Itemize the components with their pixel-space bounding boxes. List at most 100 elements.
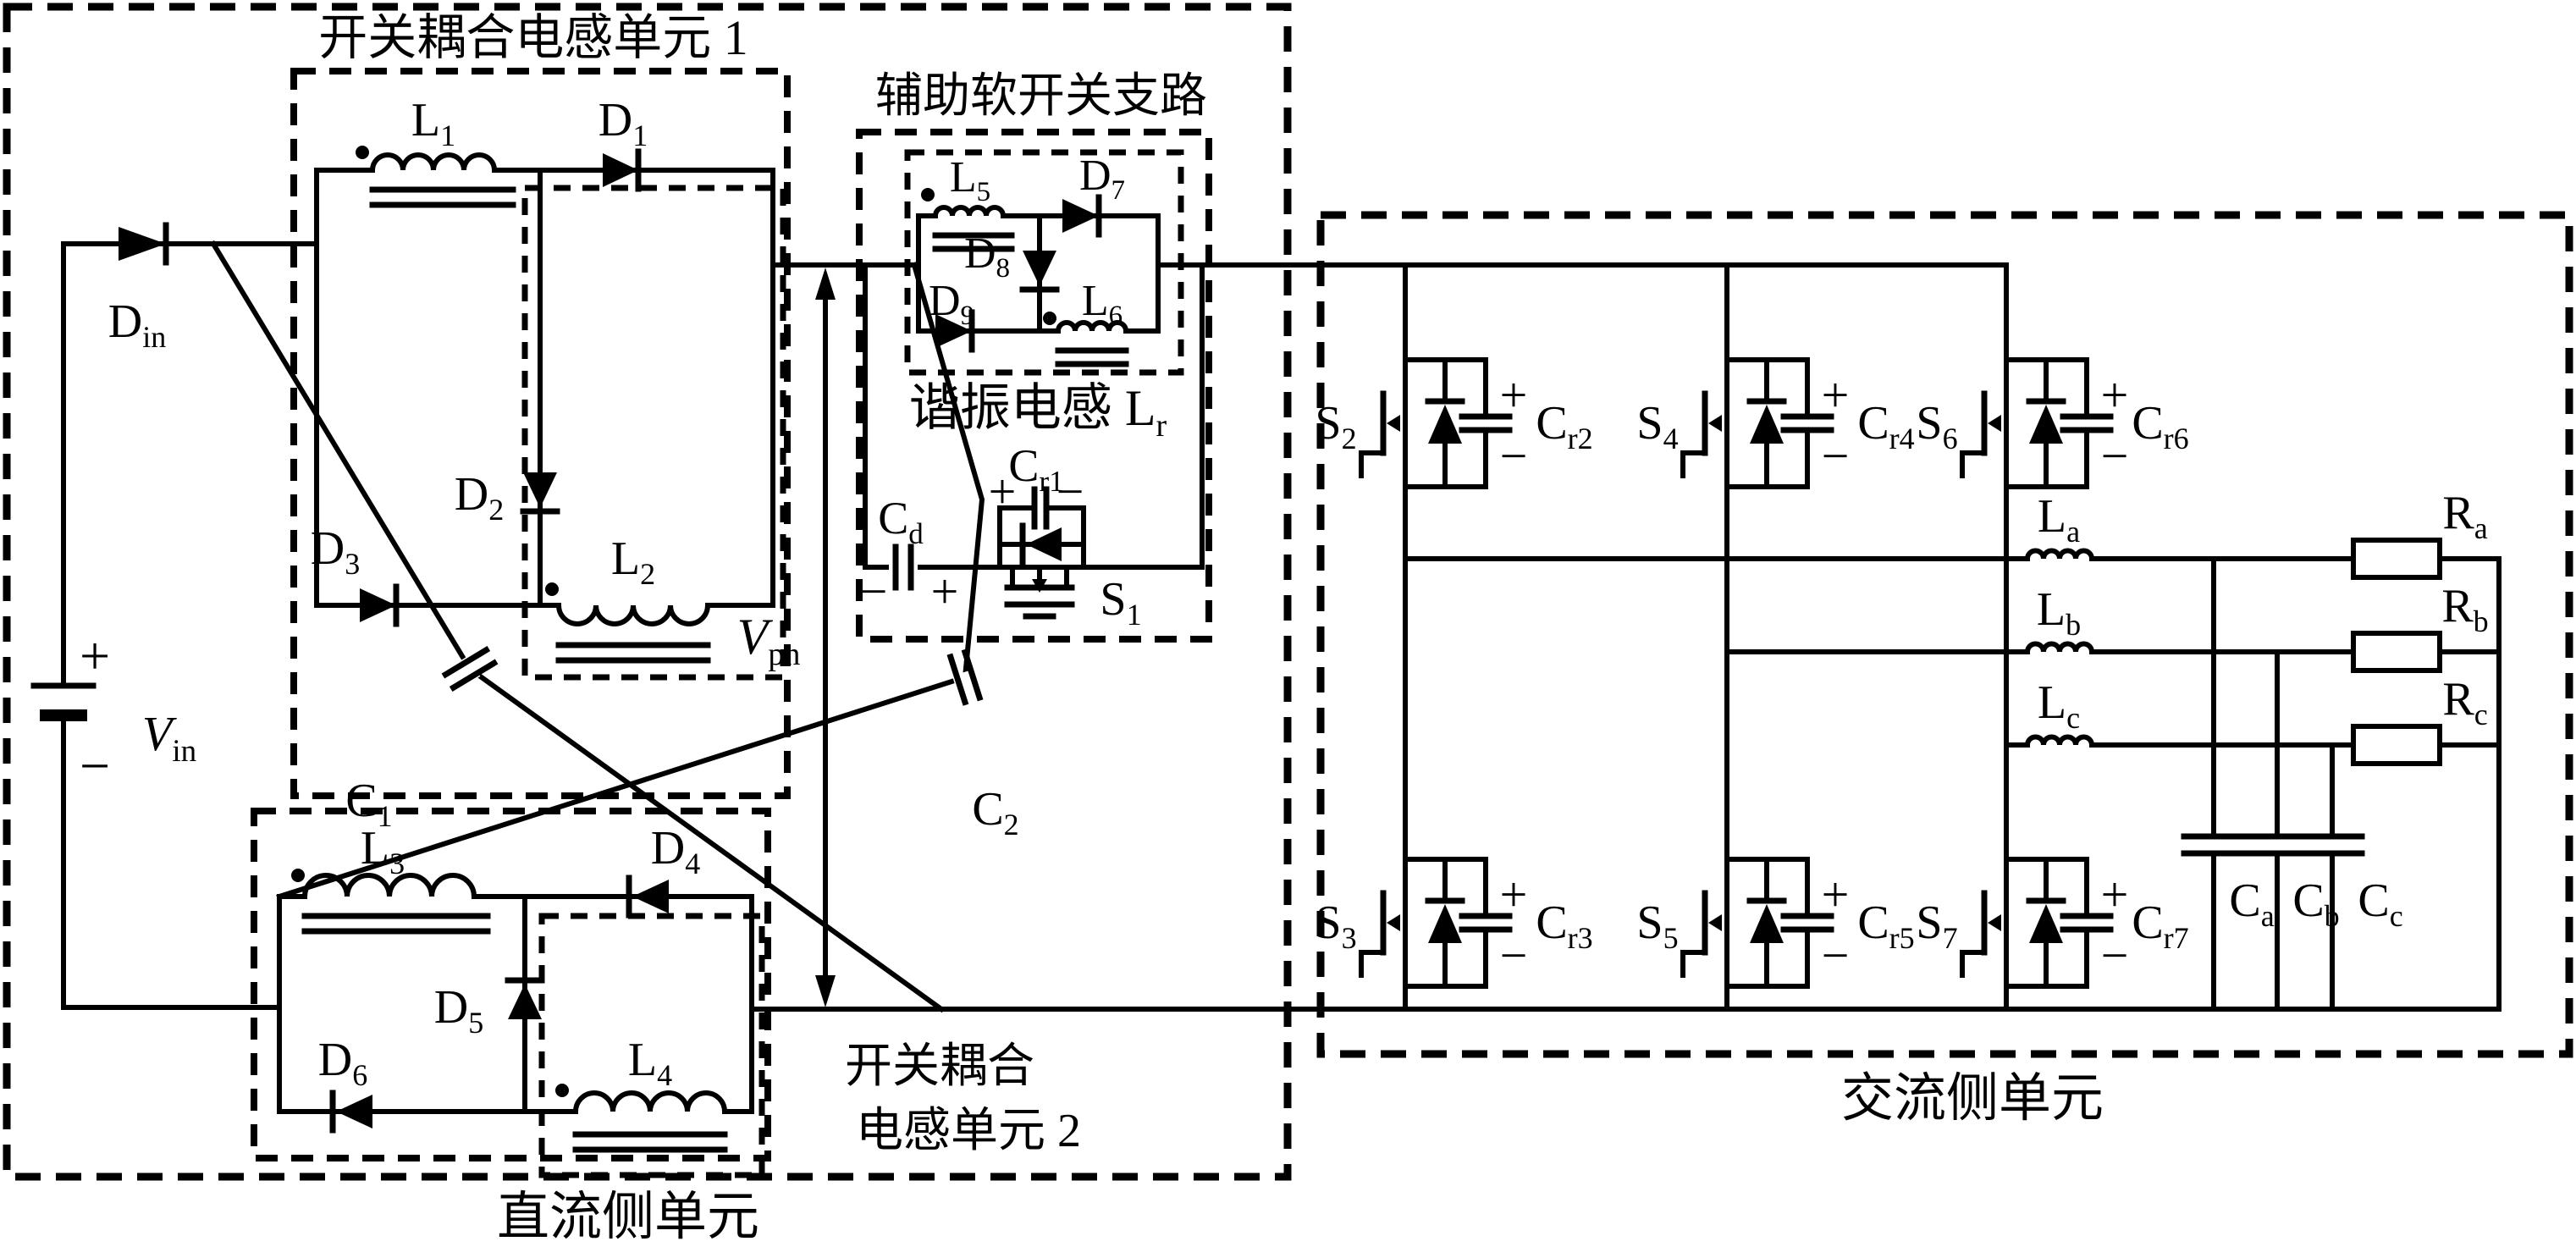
- inductor-l4: [572, 1090, 728, 1115]
- switch-unit-s7: [1960, 857, 2114, 989]
- inductor-l1: [369, 152, 498, 174]
- l1-dot: [356, 146, 369, 159]
- resistor-rb: [2351, 631, 2442, 673]
- inductor-lb: [2024, 641, 2095, 655]
- label-l4: L4: [628, 1034, 672, 1092]
- cross-link-c1: [209, 240, 946, 1013]
- diode-d7: [1062, 194, 1102, 238]
- label-rc: Rc: [2442, 673, 2487, 731]
- cap-cb: [2244, 649, 2310, 1012]
- label-cr3: Cr3: [1536, 897, 1592, 955]
- label-unit1-title: 开关耦合电感单元 1: [318, 10, 748, 65]
- resistor-ra: [2351, 538, 2442, 580]
- label-cc: Cc: [2358, 875, 2402, 933]
- inverter-legs: [1403, 262, 2009, 1012]
- label-l2: L2: [611, 532, 655, 591]
- label-cr2-minus: −: [1500, 428, 1528, 483]
- label-vpn: Vpn: [737, 609, 801, 672]
- label-d4: D4: [651, 822, 700, 880]
- label-s2: S2: [1315, 397, 1356, 455]
- diode-d4: [626, 875, 669, 919]
- unit1-l2-subbox: [521, 185, 786, 681]
- unit1-box: [290, 68, 791, 799]
- ac-side-box: [1316, 211, 2573, 1058]
- cap-ca: [2181, 556, 2247, 1012]
- label-d9: D9: [929, 277, 974, 331]
- label-lb: Lb: [2037, 583, 2081, 642]
- label-s6: S6: [1916, 397, 1957, 455]
- label-cd: Cd: [878, 493, 924, 550]
- label-battery-plus: +: [80, 626, 110, 686]
- label-l1: L1: [411, 94, 455, 152]
- inductor-l2: [555, 602, 711, 626]
- unit2-cell: [277, 869, 754, 1153]
- label-cr2: Cr2: [1536, 397, 1592, 455]
- label-lc: Lc: [2038, 676, 2080, 735]
- label-unit2-title-1: 开关耦合: [845, 1040, 1034, 1093]
- label-cr7-minus: −: [2101, 928, 2129, 983]
- label-din: Din: [108, 295, 166, 354]
- switch-unit-s6: [1960, 357, 2114, 489]
- label-s7: S7: [1916, 897, 1957, 955]
- label-cr4-minus: −: [1822, 428, 1850, 483]
- inductor-l5: [932, 205, 1007, 219]
- label-cr1-minus: −: [1056, 464, 1084, 519]
- label-resonant: 谐振电感 Lr: [909, 380, 1167, 444]
- label-cr3-minus: −: [1500, 928, 1528, 983]
- label-cr6: Cr6: [2132, 397, 2188, 455]
- label-cr6-plus: +: [2101, 367, 2129, 422]
- input-wire: [61, 241, 319, 1010]
- label-cr5: Cr5: [1857, 897, 1914, 955]
- diode-d1: [603, 148, 642, 192]
- resistor-rc: [2351, 724, 2442, 766]
- label-la: La: [2038, 490, 2080, 549]
- label-c1: C1: [345, 775, 392, 833]
- switch-unit-s4: [1680, 357, 1834, 489]
- mosfet-s1: [1004, 565, 1075, 620]
- label-s3: S3: [1315, 897, 1356, 955]
- label-unit2-title-2: 电感单元 2: [856, 1105, 1081, 1157]
- cap-cd: [889, 543, 918, 591]
- label-cr7-plus: +: [2101, 867, 2129, 922]
- diode-d2: [520, 472, 560, 515]
- label-cr1: Cr1: [1008, 440, 1063, 498]
- unit2-l4-subbox: [538, 913, 765, 1178]
- label-ca: Ca: [2229, 875, 2274, 933]
- ac-output-network: [1403, 538, 2502, 1012]
- switch-unit-s3: [1359, 857, 1513, 989]
- label-ac-title: 交流侧单元: [1841, 1070, 2104, 1128]
- label-cr4-plus: +: [1822, 367, 1850, 422]
- inductor-l6: [1055, 320, 1129, 334]
- label-cd-minus: −: [860, 564, 888, 619]
- l4-dot: [555, 1084, 569, 1097]
- diode-d6: [329, 1090, 372, 1134]
- l3-dot: [291, 869, 305, 882]
- label-cr4: Cr4: [1857, 397, 1914, 455]
- inductor-la: [2024, 548, 2095, 562]
- label-rb: Rb: [2441, 580, 2488, 638]
- diode-d5: [505, 977, 545, 1019]
- l2-dot: [545, 582, 559, 596]
- label-d5: D5: [434, 981, 483, 1040]
- label-s4: S4: [1636, 397, 1678, 455]
- label-cr7: Cr7: [2132, 897, 2188, 955]
- cross-link-c2: [276, 262, 985, 900]
- dc-side-box: [3, 3, 1292, 1181]
- label-d3: D3: [311, 522, 360, 581]
- label-d6: D6: [318, 1034, 367, 1092]
- switch-unit-s5: [1680, 857, 1834, 989]
- label-d1: D1: [598, 94, 648, 152]
- label-battery-minus: −: [80, 736, 110, 796]
- label-d8: D8: [964, 229, 1010, 284]
- label-vin: Vin: [142, 706, 196, 769]
- battery-vin: [30, 241, 97, 1010]
- label-c2: C2: [972, 783, 1018, 841]
- label-l5: L5: [950, 153, 990, 207]
- unit1-cell: [314, 146, 775, 664]
- diode-d9: [935, 309, 975, 353]
- label-cd-plus: +: [931, 564, 959, 619]
- label-cr5-minus: −: [1822, 928, 1850, 983]
- aux-branch-box: [856, 129, 1212, 643]
